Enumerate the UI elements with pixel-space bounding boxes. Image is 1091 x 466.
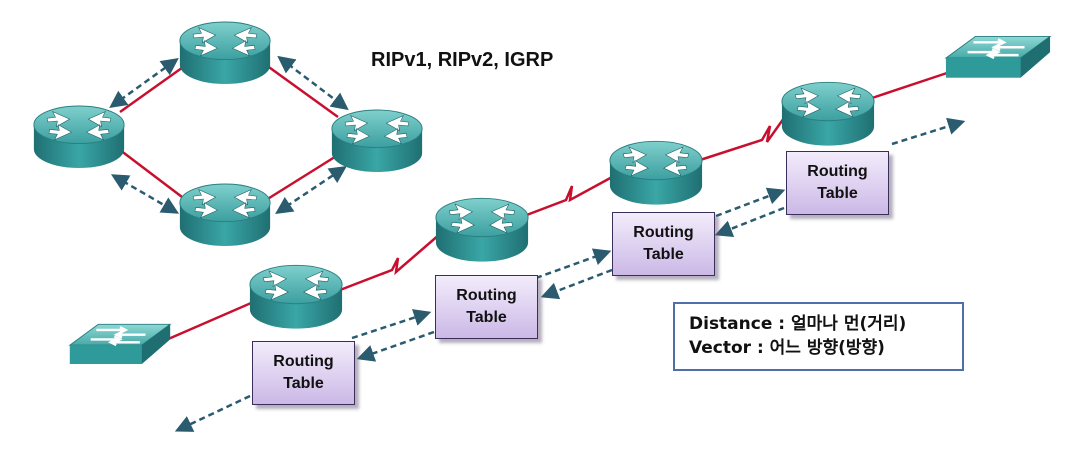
routing-table-label-line1: Routing (633, 224, 694, 241)
router-icon (609, 140, 703, 206)
router-icon (781, 81, 875, 147)
legend-distance: Distance : 얼마나 먼(거리) (689, 314, 907, 334)
diamond-exchange-arrows (109, 55, 349, 214)
routing-table-label-line2: Table (817, 185, 858, 202)
routing-table-box: Routing Table (786, 151, 889, 215)
routing-table-box: Routing Table (612, 212, 715, 276)
routing-table-box: Routing Table (252, 341, 355, 405)
routing-table-label-line1: Routing (273, 353, 334, 370)
routing-table-label-line1: Routing (807, 163, 868, 180)
router-icon (249, 264, 343, 330)
chain-exchange-arrows (174, 117, 966, 432)
diamond-links (119, 63, 339, 202)
router-icon (331, 109, 423, 173)
routing-table-label-line2: Table (283, 375, 324, 392)
routing-table-label-line2: Table (466, 309, 507, 326)
chain-links (165, 70, 951, 342)
switch-icon (68, 323, 172, 366)
protocol-heading: RIPv1, RIPv2, IGRP (371, 49, 554, 71)
router-icon (179, 183, 271, 247)
switch-icon (944, 35, 1052, 79)
legend-vector: Vector : 어느 방향(방향) (689, 338, 885, 358)
router-icon (435, 197, 529, 263)
routing-table-label-line2: Table (643, 246, 684, 263)
routing-table-label-line1: Routing (456, 287, 517, 304)
distance-vector-legend: Distance : 얼마나 먼(거리) Vector : 어느 방향(방향) (673, 302, 964, 371)
router-icon (33, 105, 125, 169)
router-icon (179, 21, 271, 85)
routing-table-box: Routing Table (435, 275, 538, 339)
